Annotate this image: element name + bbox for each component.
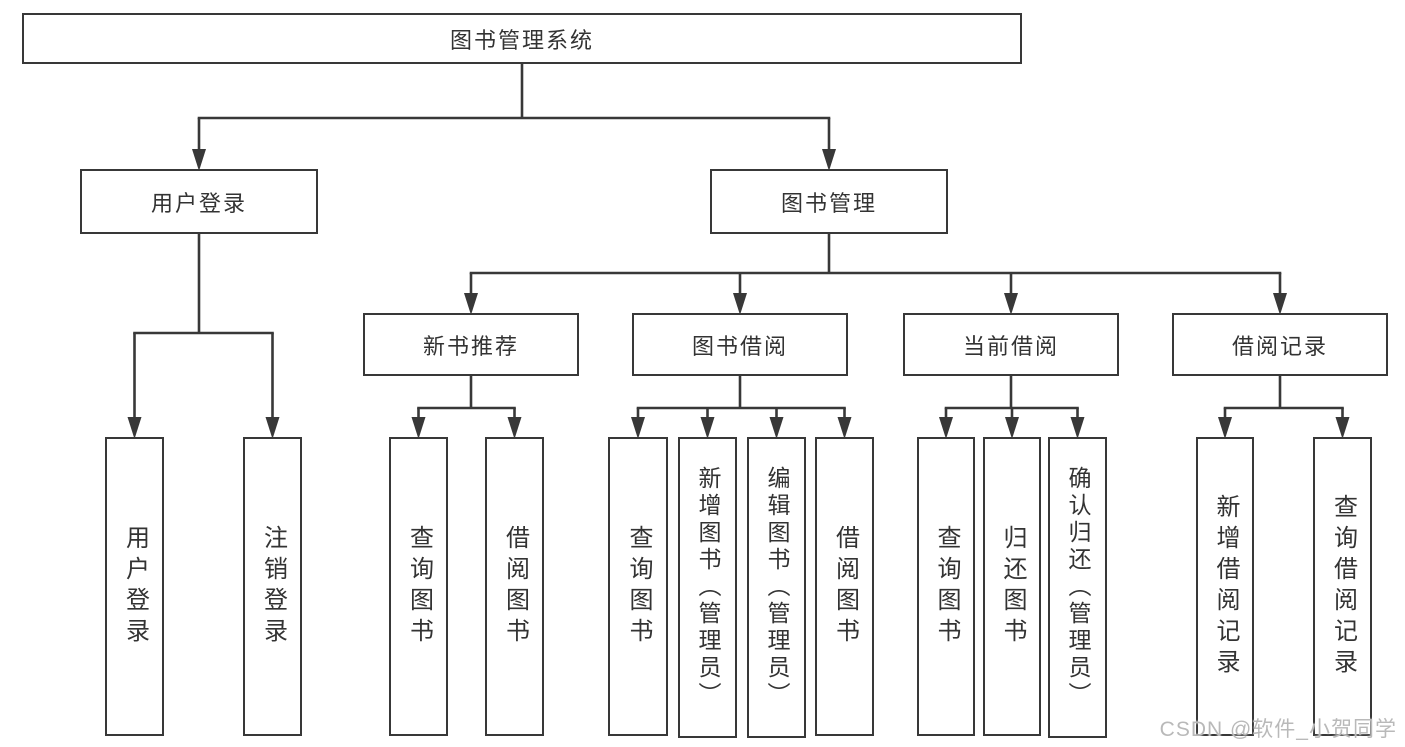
node-box-leaf-add-borrow-record: 新增借阅记录: [1196, 437, 1254, 736]
node-box-leaf-borrow-book-2: 借阅图书: [815, 437, 874, 736]
node-box-leaf-add-book: 新增图书（管理员）: [678, 437, 737, 738]
node-box-book-mgmt: 图书管理: [710, 169, 948, 234]
node-box-leaf-user-login: 用户登录: [105, 437, 164, 736]
node-box-leaf-confirm-return: 确认归还（管理员）: [1048, 437, 1107, 738]
node-box-leaf-return-book: 归还图书: [983, 437, 1041, 736]
node-box-user-login: 用户登录: [80, 169, 318, 234]
node-box-current-borrow: 当前借阅: [903, 313, 1119, 376]
node-box-root: 图书管理系统: [22, 13, 1022, 64]
node-box-leaf-logout: 注销登录: [243, 437, 302, 736]
node-box-leaf-query-borrow-record: 查询借阅记录: [1313, 437, 1372, 736]
node-box-leaf-edit-book: 编辑图书（管理员）: [747, 437, 806, 738]
node-box-leaf-query-book-2: 查询图书: [608, 437, 668, 736]
node-box-borrow-record: 借阅记录: [1172, 313, 1388, 376]
node-box-leaf-borrow-book-1: 借阅图书: [485, 437, 544, 736]
node-box-leaf-query-book-1: 查询图书: [389, 437, 448, 736]
node-box-leaf-query-book-3: 查询图书: [917, 437, 975, 736]
node-box-book-borrow: 图书借阅: [632, 313, 848, 376]
node-box-new-book-rec: 新书推荐: [363, 313, 579, 376]
watermark: CSDN @软件_小贺同学: [1159, 718, 1397, 741]
